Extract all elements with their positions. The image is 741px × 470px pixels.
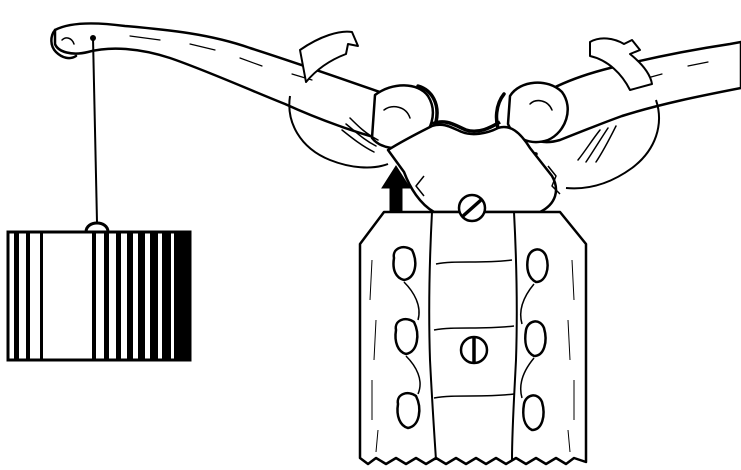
left-clavicle: [51, 23, 437, 156]
screw-icon: [459, 195, 485, 221]
hanging-weight-icon: [8, 35, 190, 360]
screw-icon: [461, 337, 487, 363]
